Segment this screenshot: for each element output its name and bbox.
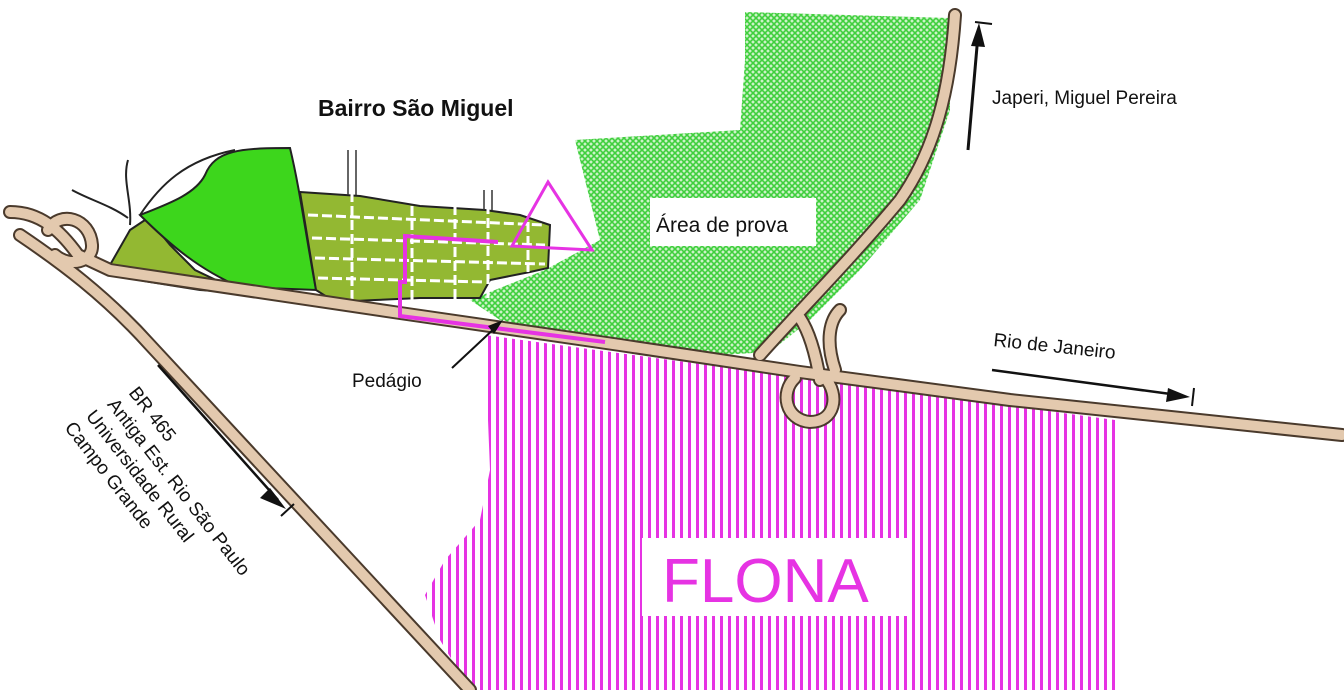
japeri-arrow-head [971, 23, 985, 47]
rio-arrow-bar [1191, 387, 1195, 407]
japeri-arrow-bar [974, 21, 993, 25]
neighborhood-label: Bairro São Miguel [318, 95, 514, 121]
sw-arrow [157, 364, 279, 501]
flona-label: FLONA [662, 547, 869, 616]
sw-arrow-head [260, 488, 286, 509]
triangle-marker [509, 179, 595, 252]
test-area-label-box [650, 198, 816, 246]
toll-pointer [451, 325, 498, 369]
creek-lines [71, 149, 236, 226]
street-stubs [347, 150, 493, 210]
test-area-label: Área de prova [656, 214, 788, 237]
rio-label: Rio de Janeiro [992, 330, 1116, 364]
forest-area [138, 146, 318, 292]
sw-arrow-bar [280, 503, 295, 517]
toll-pointer-head [488, 320, 503, 334]
japeri-label: Japeri, Miguel Pereira [992, 88, 1177, 109]
test-route [398, 233, 606, 344]
test-area [470, 12, 950, 355]
toll-label: Pedágio [352, 371, 422, 392]
sw-labels: BR 465 Antiga Est. Rio São Paulo Univers… [60, 383, 254, 580]
roads [3, 8, 1344, 690]
japeri-arrow [966, 34, 980, 151]
rio-arrow-head [1166, 388, 1190, 402]
street-grid [307, 150, 546, 305]
rio-arrow [991, 368, 1179, 397]
flona-label-box [642, 538, 910, 616]
flona-area [425, 335, 1118, 690]
